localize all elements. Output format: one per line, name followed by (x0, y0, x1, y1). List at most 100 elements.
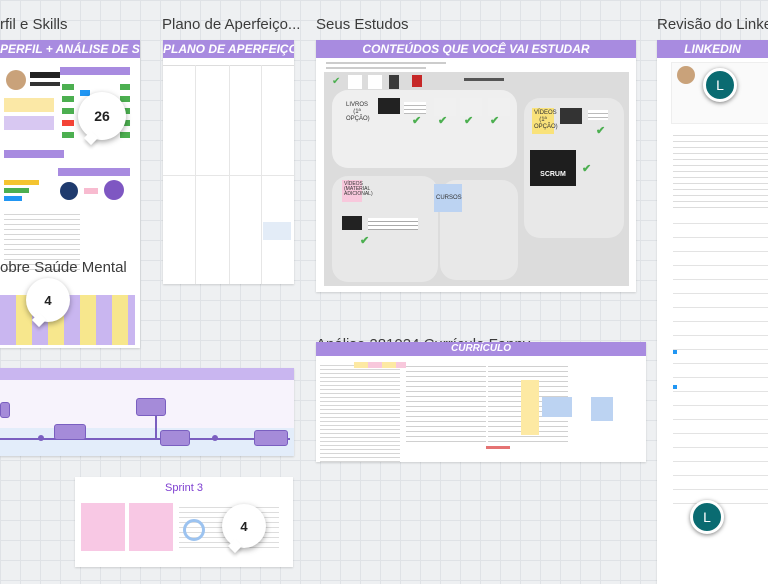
video-thumb (342, 216, 362, 230)
flow-header (0, 368, 294, 380)
linkedin-posts (673, 215, 768, 515)
section-bar (60, 67, 130, 75)
check-icon: ✔ (412, 115, 422, 127)
sticky-label: CURSOS (436, 195, 462, 201)
check-icon: ✔ (490, 115, 500, 127)
skill-cell (80, 90, 90, 96)
check-icon: ✔ (582, 163, 592, 175)
sticky-videos-extra: VÍDEOS (MATERIAL ADICIONAL) (342, 180, 373, 202)
book-thumb (348, 75, 362, 89)
skill-cell (62, 84, 74, 90)
sticky-livros: LIVROS (1ª OPÇÃO) (344, 100, 370, 122)
board-header: CONTEÚDOS QUE VOCÊ VAI ESTUDAR (316, 40, 636, 58)
bar (4, 188, 29, 193)
text-block (40, 210, 80, 270)
table-line (195, 65, 196, 284)
frame-title-estudos[interactable]: Seus Estudos (316, 16, 409, 33)
board-curriculo[interactable]: CURRÍCULO (316, 342, 646, 462)
frame-title-saude[interactable]: obre Saúde Mental (0, 259, 127, 276)
note (460, 98, 482, 116)
table-line (229, 65, 230, 284)
pie-chart (183, 519, 205, 541)
profile-sticky (4, 116, 54, 130)
profile-block (30, 72, 60, 78)
study-area: ✔ LIVROS (1ª OPÇÃO) ✔ ✔ ✔ ✔ VÍDEOS (1ª O… (324, 72, 629, 286)
board-perfil[interactable]: PERFIL + ANÁLISE DE SKILLS (0, 40, 140, 348)
profile-photo (6, 70, 26, 90)
flow-point (212, 435, 218, 441)
text-line (464, 78, 504, 81)
board-plano[interactable]: PLANO DE APERFEIÇOAMENTO (163, 40, 294, 284)
note (404, 102, 426, 114)
sprint-title: Sprint 3 (165, 482, 203, 494)
board-estudos[interactable]: CONTEÚDOS QUE VOCÊ VAI ESTUDAR ✔ LIVROS … (316, 40, 636, 292)
flow-node[interactable] (136, 398, 166, 416)
video-thumb (378, 98, 400, 114)
board-flow[interactable] (0, 368, 294, 456)
board-header: PERFIL + ANÁLISE DE SKILLS (0, 40, 140, 58)
profile-photo (677, 66, 695, 84)
user-avatar[interactable]: L (703, 68, 737, 102)
sticky-label: VÍDEOS (MATERIAL ADICIONAL) (344, 181, 373, 197)
resume-header (354, 362, 410, 368)
video-thumb-scrum: SCRUM (530, 150, 576, 186)
flow-connector (0, 438, 290, 440)
video-thumb (560, 108, 582, 124)
sticky-cursos: CURSOS (434, 184, 462, 212)
book-thumb (368, 75, 382, 89)
profile-block (30, 82, 60, 86)
circle-diagram (104, 180, 124, 200)
flow-node[interactable] (0, 402, 10, 418)
check-icon: ✔ (438, 115, 448, 127)
flow-node[interactable] (160, 430, 190, 446)
text-line (326, 62, 446, 64)
sticky-label: VÍDEOS (1ª OPÇÃO) (534, 110, 558, 130)
resume-text (320, 362, 400, 462)
section-bar (58, 168, 130, 176)
flow-point (38, 435, 44, 441)
book-thumb (389, 75, 399, 89)
flow-node[interactable] (254, 430, 288, 446)
sticky (591, 397, 613, 421)
book-thumb (412, 75, 422, 87)
note (368, 218, 418, 230)
skill-cell (62, 96, 74, 102)
resume-text (406, 362, 486, 442)
comment-count-bubble[interactable]: 26 (78, 92, 126, 140)
sticky-videos: VÍDEOS (1ª OPÇÃO) (532, 108, 558, 134)
board-linkedin[interactable]: LINKEDIN (657, 40, 768, 584)
table-line (163, 175, 294, 176)
frame-title-perfil[interactable]: rfil e Skills (0, 16, 68, 33)
note (488, 98, 510, 116)
sticky (81, 503, 125, 551)
sticky (521, 380, 539, 435)
profile-sticky (4, 98, 54, 112)
red-mark (486, 446, 510, 449)
sticky (129, 503, 173, 551)
check-icon: ✔ (596, 125, 606, 137)
comment-count-bubble[interactable]: 4 (26, 278, 70, 322)
linkedin-text (673, 130, 768, 210)
table-line (261, 65, 262, 284)
text-line (326, 67, 426, 69)
section-bar (4, 150, 64, 158)
flow-connector (155, 412, 157, 440)
check-icon: ✔ (332, 76, 341, 87)
table-line (163, 65, 294, 66)
frame-title-plano[interactable]: Plano de Aperfeiço... (162, 16, 301, 33)
note (263, 222, 291, 240)
flow-lane (0, 428, 294, 456)
comment-count-bubble[interactable]: 4 (222, 504, 266, 548)
bar (4, 180, 39, 185)
dot (673, 350, 677, 354)
sticky-label: LIVROS (1ª OPÇÃO) (346, 102, 370, 122)
check-icon: ✔ (360, 235, 370, 247)
user-avatar[interactable]: L (690, 500, 724, 534)
bar (4, 196, 22, 201)
board-header: CURRÍCULO (316, 342, 646, 356)
flow-node[interactable] (54, 424, 86, 440)
board-header: PLANO DE APERFEIÇOAMENTO (163, 40, 294, 58)
skill-cell (62, 120, 74, 126)
frame-title-linkedin[interactable]: Revisão do Linke... (657, 16, 768, 33)
circle-diagram (60, 182, 78, 200)
